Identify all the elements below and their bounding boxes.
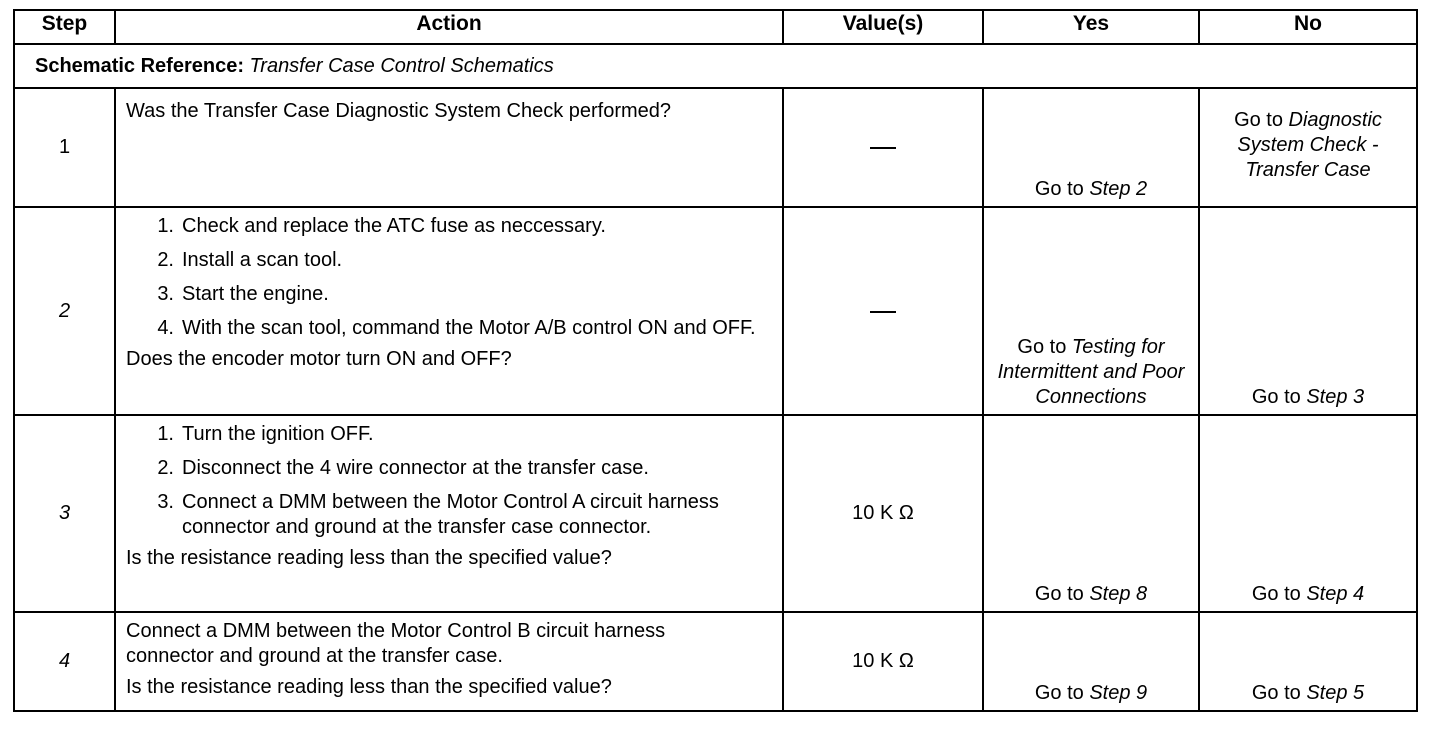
step-number: 1 xyxy=(13,87,116,208)
header-no: No xyxy=(1198,9,1418,45)
header-yes: Yes xyxy=(982,9,1200,45)
yes-cell: Go to Step 9 xyxy=(982,611,1200,712)
schematic-link[interactable]: Transfer Case Control Schematics xyxy=(249,54,554,77)
header-values: Value(s) xyxy=(782,9,984,45)
action-list: 1.Check and replace the ATC fuse as necc… xyxy=(126,214,774,341)
no-cell: Go to Diagnostic System Check - Transfer… xyxy=(1198,87,1418,208)
list-item: 2.Disconnect the 4 wire connector at the… xyxy=(157,457,649,479)
action-text: Was the Transfer Case Diagnostic System … xyxy=(126,100,672,122)
action-question: Does the encoder motor turn ON and OFF? xyxy=(126,348,512,370)
no-cell: Go to Step 4 xyxy=(1198,414,1418,613)
action-cell: 1.Check and replace the ATC fuse as necc… xyxy=(114,206,784,416)
no-link[interactable]: Step 4 xyxy=(1306,583,1365,605)
no-prefix: Go to xyxy=(1251,682,1301,704)
list-item: 1.Turn the ignition OFF. xyxy=(157,423,374,445)
step-number: 4 xyxy=(13,611,116,712)
value-cell xyxy=(782,206,984,416)
list-item: 3.Start the engine. xyxy=(157,283,329,305)
yes-prefix: Go to xyxy=(1034,682,1084,704)
action-cell: 1.Turn the ignition OFF. 2.Disconnect th… xyxy=(114,414,784,613)
action-question: Is the resistance reading less than the … xyxy=(126,676,612,698)
header-row: Step Action Value(s) Yes No xyxy=(13,9,1418,45)
yes-link[interactable]: Testing for Intermittent and Poor Connec… xyxy=(997,336,1185,408)
no-prefix: Go to xyxy=(1251,583,1301,605)
table-row: 3 1.Turn the ignition OFF. 2.Disconnect … xyxy=(13,414,1418,613)
no-link[interactable]: Step 3 xyxy=(1306,386,1365,408)
diagnostic-table: Step Action Value(s) Yes No Schematic Re… xyxy=(13,9,1418,712)
no-link[interactable]: Diagnostic System Check - Transfer Case xyxy=(1237,109,1382,181)
list-item: 1.Check and replace the ATC fuse as necc… xyxy=(157,215,606,237)
table-row: 2 1.Check and replace the ATC fuse as ne… xyxy=(13,206,1418,416)
table-row: 4 Connect a DMM between the Motor Contro… xyxy=(13,611,1418,712)
yes-cell: Go to Step 2 xyxy=(982,87,1200,208)
action-cell: Was the Transfer Case Diagnostic System … xyxy=(114,87,784,208)
list-item: 2.Install a scan tool. xyxy=(157,249,343,271)
dash-mark xyxy=(870,310,896,313)
table-row: 1 Was the Transfer Case Diagnostic Syste… xyxy=(13,87,1418,208)
action-question: Is the resistance reading less than the … xyxy=(126,547,612,569)
no-link[interactable]: Step 5 xyxy=(1306,682,1365,704)
header-step: Step xyxy=(13,9,116,45)
yes-prefix: Go to xyxy=(1034,178,1084,200)
no-cell: Go to Step 5 xyxy=(1198,611,1418,712)
dash-mark xyxy=(870,147,896,149)
schematic-reference: Schematic Reference: Transfer Case Contr… xyxy=(13,43,1418,89)
step-number: 3 xyxy=(13,414,116,613)
schematic-label: Schematic Reference: xyxy=(35,54,244,77)
value-cell xyxy=(782,87,984,208)
yes-link[interactable]: Step 2 xyxy=(1089,178,1148,200)
value-cell: 10 K Ω xyxy=(782,414,984,613)
action-text: Connect a DMM between the Motor Control … xyxy=(126,620,666,667)
yes-link[interactable]: Step 9 xyxy=(1089,682,1148,704)
list-item: 3.Connect a DMM between the Motor Contro… xyxy=(157,491,719,538)
no-prefix: Go to xyxy=(1234,109,1283,131)
action-list: 1.Turn the ignition OFF. 2.Disconnect th… xyxy=(126,422,774,540)
yes-prefix: Go to xyxy=(1017,336,1067,358)
yes-link[interactable]: Step 8 xyxy=(1089,583,1148,605)
no-prefix: Go to xyxy=(1251,386,1301,408)
step-number: 2 xyxy=(13,206,116,416)
value-cell: 10 K Ω xyxy=(782,611,984,712)
schematic-row: Schematic Reference: Transfer Case Contr… xyxy=(13,43,1418,89)
list-item: 4.With the scan tool, command the Motor … xyxy=(157,317,756,339)
yes-cell: Go to Testing for Intermittent and Poor … xyxy=(982,206,1200,416)
no-cell: Go to Step 3 xyxy=(1198,206,1418,416)
action-cell: Connect a DMM between the Motor Control … xyxy=(114,611,784,712)
yes-cell: Go to Step 8 xyxy=(982,414,1200,613)
header-action: Action xyxy=(114,9,784,45)
yes-prefix: Go to xyxy=(1034,583,1084,605)
